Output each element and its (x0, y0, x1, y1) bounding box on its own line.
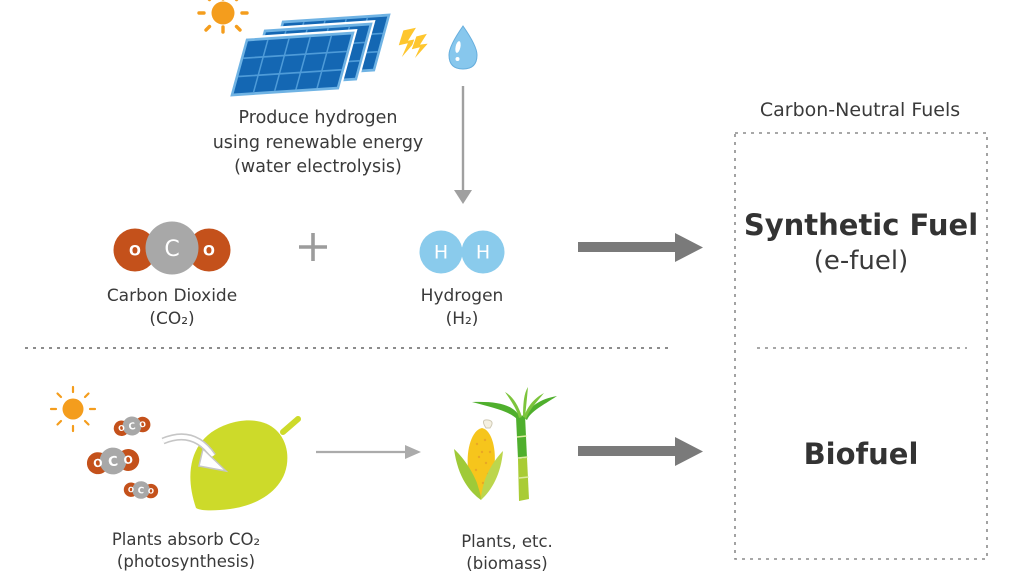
photosynthesis-caption: Plants absorb CO₂ (photosynthesis) (86, 529, 286, 572)
molecule-name: Hydrogen (420, 286, 504, 306)
water-droplet-icon (448, 25, 478, 70)
carbon-atom-label: C (128, 421, 137, 433)
molecule-formula: (H₂) (445, 309, 479, 329)
corn-icon (454, 419, 503, 500)
oxygen-atom-label: O (203, 244, 215, 260)
arrow-to-synthetic-fuel (578, 233, 703, 262)
down-arrow-icon (454, 86, 472, 204)
molecule-formula: (CO₂) (149, 309, 195, 329)
molecule-name: Carbon Dioxide (106, 286, 238, 306)
plus-sign (299, 233, 327, 261)
fuel-subtitle: (e-fuel) (813, 246, 909, 276)
biofuel-label: Biofuel (803, 437, 919, 471)
caption-line: Plants, etc. (461, 532, 553, 551)
carbon-dioxide-label: Carbon Dioxide (CO₂) (82, 285, 262, 331)
oxygen-atom-label: O (148, 486, 155, 495)
co2-molecule-icon: O C O (113, 221, 231, 275)
carbon-atom-label: C (137, 486, 144, 496)
caption-line: (photosynthesis) (116, 551, 256, 571)
synthetic-fuel-label: Synthetic Fuel (e-fuel) (735, 207, 987, 279)
arrow-to-plants-icon (316, 445, 421, 459)
lightning-icon (397, 26, 431, 62)
sun-small-icon (49, 385, 97, 433)
oxygen-atom-label: O (129, 244, 141, 260)
oxygen-atom-label: O (93, 456, 104, 470)
carbon-atom-label: C (107, 454, 118, 470)
co2-molecules-small-icon: O C O O C O O C O (85, 413, 159, 500)
caption-line: Produce hydrogen (238, 108, 398, 128)
caption-line: (water electrolysis) (234, 157, 402, 177)
h2-molecule-icon: H H (419, 230, 505, 274)
leaf-icon (190, 416, 301, 511)
absorb-curved-arrow-icon (161, 433, 229, 473)
hydrogen-atom-label: H (476, 242, 490, 264)
carbon-neutral-fuels-box (734, 132, 988, 560)
solar-panels-icon (225, 9, 395, 101)
carbon-neutral-fuels-title: Carbon-Neutral Fuels (759, 99, 961, 121)
oxygen-atom-label: O (123, 453, 134, 467)
caption-line: Plants absorb CO₂ (111, 530, 261, 549)
hydrogen-label: Hydrogen (H₂) (372, 285, 552, 331)
carbon-atom-label: C (164, 237, 179, 262)
caption-line: (biomass) (466, 553, 548, 573)
hydrogen-atom-label: H (434, 242, 448, 264)
biomass-caption: Plants, etc. (biomass) (407, 531, 607, 574)
sugarcane-icon (472, 387, 557, 501)
caption-line: using renewable energy (212, 132, 424, 153)
oxygen-atom-label: O (139, 420, 147, 430)
electrolysis-caption: Produce hydrogen using renewable energy … (168, 106, 468, 180)
sun-icon (197, 0, 249, 34)
arrow-to-biofuel (578, 437, 703, 466)
oxygen-atom-label: O (117, 423, 125, 433)
oxygen-atom-label: O (128, 485, 135, 494)
fuel-name: Synthetic Fuel (743, 208, 979, 242)
